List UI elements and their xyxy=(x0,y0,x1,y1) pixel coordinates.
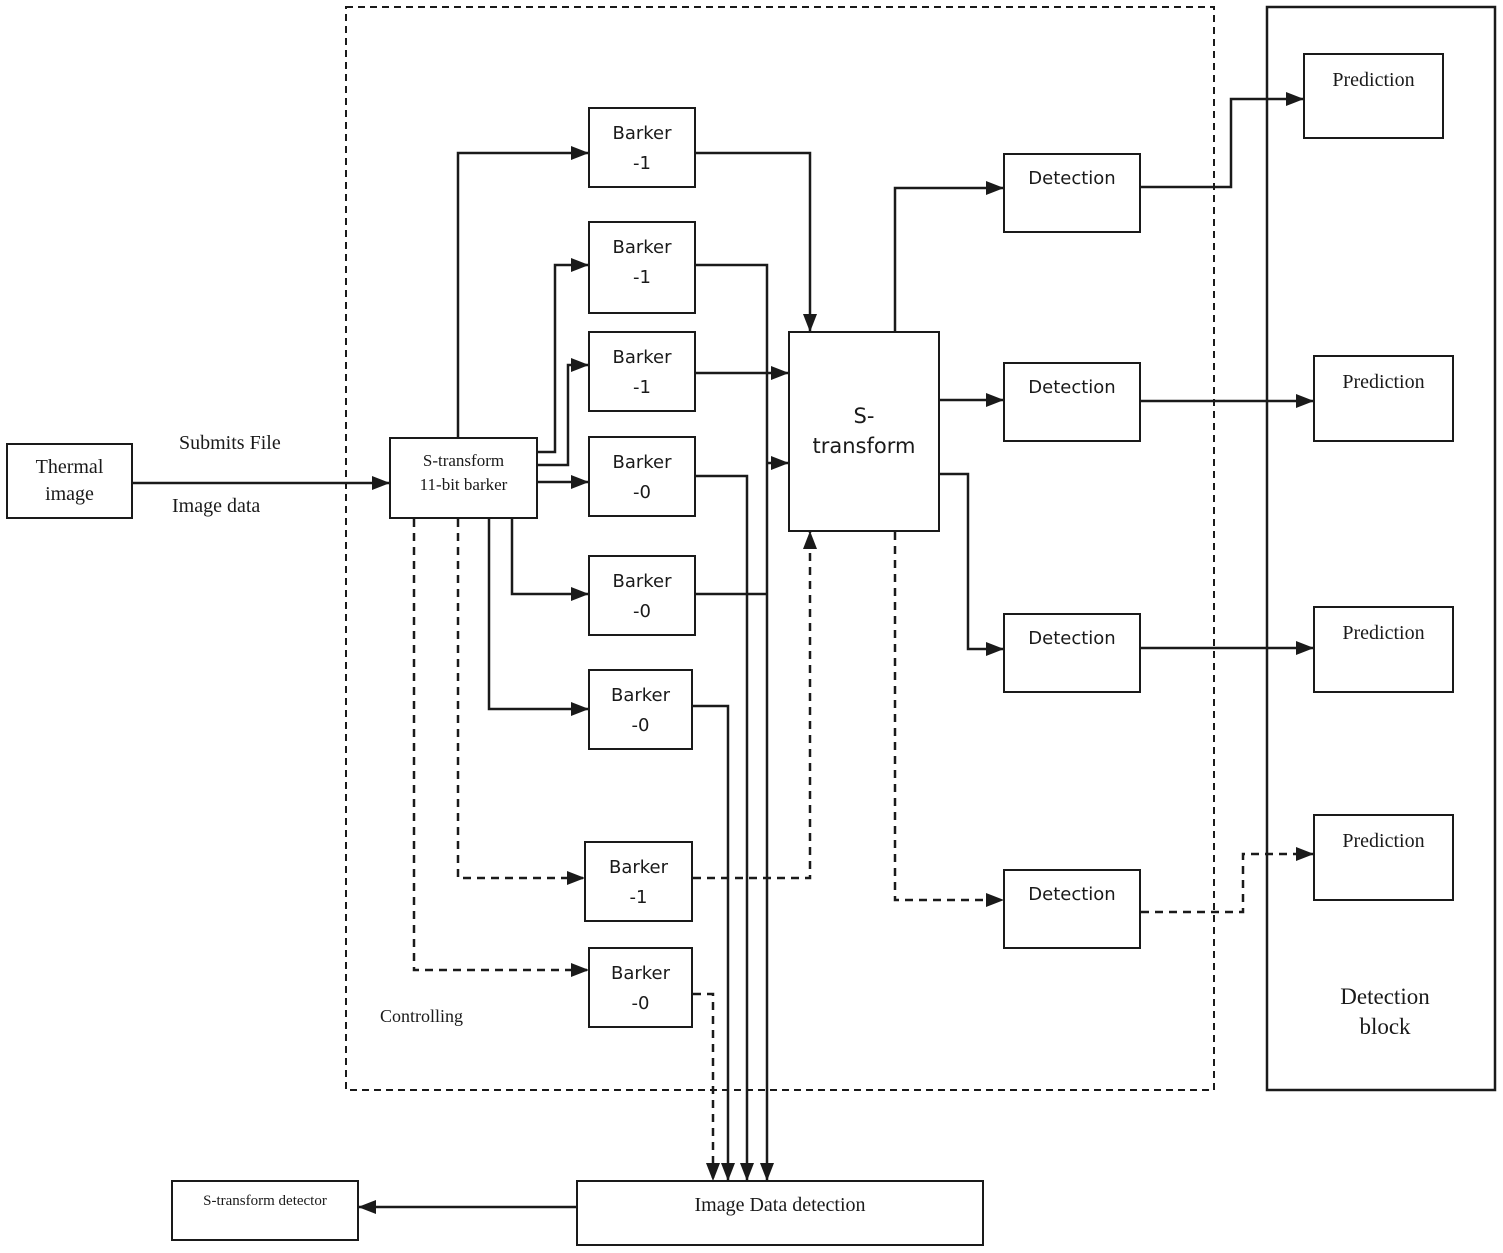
edge-barker-1-to-stransform xyxy=(696,151,817,332)
barker-7-value: -1 xyxy=(629,887,648,908)
detection-1-label: Detection xyxy=(1028,168,1116,189)
s-transform-detector-box: S-transform detector xyxy=(171,1180,359,1241)
barker-6-value: -0 xyxy=(631,715,650,736)
barker-2-value: -1 xyxy=(633,267,651,288)
prediction-2-label: Prediction xyxy=(1342,371,1425,393)
detection-4-label: Detection xyxy=(1028,884,1116,905)
detection-block-region xyxy=(1265,5,1497,1092)
thermal-image-line1: Thermal xyxy=(35,456,104,478)
barker-8-value: -0 xyxy=(631,993,650,1014)
s-transform-barker-line2: 11-bit barker xyxy=(419,475,508,494)
barker-5-value: -0 xyxy=(633,601,651,622)
barker-5-name: Barker xyxy=(612,571,672,592)
detection-box-2: Detection xyxy=(1003,362,1141,442)
barker-7-name: Barker xyxy=(608,857,669,878)
s-transform-line2: transform xyxy=(812,434,916,458)
edge-to-barker-8 xyxy=(412,519,589,977)
prediction-1-label: Prediction xyxy=(1332,69,1415,91)
detection-box-1: Detection xyxy=(1003,153,1141,233)
barker-3-value: -1 xyxy=(633,377,651,398)
s-transform-line1: S- xyxy=(853,404,875,428)
edge-barker-6-to-idd xyxy=(693,704,735,1181)
edge-barker-7-to-stransform xyxy=(693,531,817,880)
detection-3-label: Detection xyxy=(1028,628,1116,649)
detection-block-label: Detection block xyxy=(1290,982,1480,1042)
barker-6-name: Barker xyxy=(610,685,671,706)
barker-box-4: Barker -0 xyxy=(588,436,696,517)
barker-box-7: Barker -1 xyxy=(584,841,693,922)
submits-file-label: Submits File xyxy=(179,432,281,454)
prediction-box-4: Prediction xyxy=(1313,814,1454,901)
detection-box-4: Detection xyxy=(1003,869,1141,949)
barker-box-6: Barker -0 xyxy=(588,669,693,750)
barker-box-8: Barker -0 xyxy=(588,947,693,1028)
image-data-detection-box: Image Data detection xyxy=(576,1180,984,1246)
barker-1-name: Barker xyxy=(612,123,672,144)
edge-to-barker-6 xyxy=(487,519,589,716)
controlling-region xyxy=(345,6,1215,1091)
barker-4-name: Barker xyxy=(612,452,672,473)
edge-to-barker-5 xyxy=(510,519,589,601)
barker-3-name: Barker xyxy=(612,347,672,368)
edge-stransform-to-detection-3 xyxy=(940,472,1004,656)
s-transform-barker-box: S-transform 11-bit barker xyxy=(389,437,538,519)
edge-stransform-to-detection-1 xyxy=(893,181,1004,331)
barker-2-name: Barker xyxy=(612,237,672,258)
edge-barker-4-to-idd xyxy=(696,474,754,1181)
s-transform-detector-label: S-transform detector xyxy=(203,1193,327,1209)
edge-stransform-to-detection-4 xyxy=(893,532,1004,907)
image-data-detection-label: Image Data detection xyxy=(694,1194,866,1216)
detection-block-line2: block xyxy=(1359,1014,1411,1039)
barker-box-2: Barker -1 xyxy=(588,221,696,314)
edge-detection-4-to-prediction-4 xyxy=(1141,847,1314,914)
barker-box-3: Barker -1 xyxy=(588,331,696,412)
edge-to-barker-7 xyxy=(456,519,585,885)
detection-2-label: Detection xyxy=(1028,377,1116,398)
edge-to-barker-1 xyxy=(456,146,589,437)
prediction-box-2: Prediction xyxy=(1313,355,1454,442)
prediction-box-1: Prediction xyxy=(1303,53,1444,139)
edge-barker-2-to-idd xyxy=(696,263,774,1181)
barker-1-value: -1 xyxy=(633,153,651,174)
prediction-box-3: Prediction xyxy=(1313,606,1454,693)
thermal-image-box: Thermal image xyxy=(6,443,133,519)
thermal-image-line2: image xyxy=(45,483,94,505)
detection-block-line1: Detection xyxy=(1340,984,1430,1009)
edge-to-barker-3 xyxy=(538,358,589,467)
edge-barker-8-to-idd xyxy=(693,992,720,1181)
barker-8-name: Barker xyxy=(610,963,671,984)
barker-4-value: -0 xyxy=(633,482,651,503)
edge-to-barker-2 xyxy=(538,258,589,454)
barker-box-1: Barker -1 xyxy=(588,107,696,188)
image-data-label: Image data xyxy=(172,495,261,517)
prediction-4-label: Prediction xyxy=(1342,830,1425,852)
detection-box-3: Detection xyxy=(1003,613,1141,693)
s-transform-barker-line1: S-transform xyxy=(422,451,505,470)
prediction-3-label: Prediction xyxy=(1342,622,1425,644)
s-transform-box: S- transform xyxy=(788,331,940,532)
edge-detection-1-to-prediction-1 xyxy=(1141,92,1304,189)
controlling-label: Controlling xyxy=(380,1006,464,1026)
barker-box-5: Barker -0 xyxy=(588,555,696,636)
